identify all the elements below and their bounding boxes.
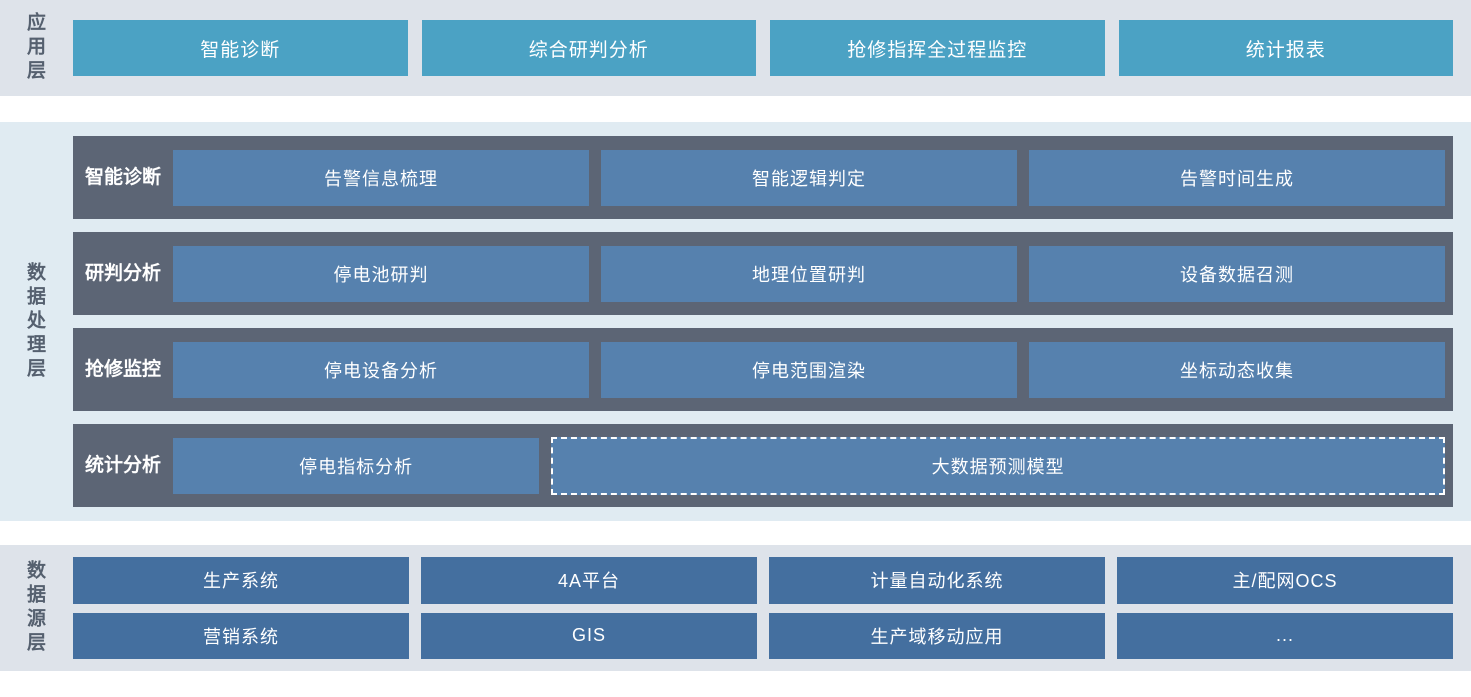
proc-row-label-line2: 分析 bbox=[123, 262, 162, 284]
data-processing-layer: 数据处理层 智能 诊断 告警信息梳理 智能逻辑判定 告警时间生成 bbox=[0, 122, 1471, 521]
source-cell-main-distribution-ocs[interactable]: 主/配网OCS bbox=[1117, 557, 1453, 604]
source-cell-4a-platform[interactable]: 4A平台 bbox=[421, 557, 757, 604]
proc-cell-device-data-polling[interactable]: 设备数据召测 bbox=[1029, 245, 1445, 302]
app-tile-intelligent-diagnosis[interactable]: 智能诊断 bbox=[73, 20, 408, 76]
proc-cell-outage-indicator-analysis[interactable]: 停电指标分析 bbox=[173, 437, 540, 494]
source-cell-label: 主/配网OCS bbox=[1232, 571, 1338, 592]
proc-cell-label: 坐标动态收集 bbox=[1180, 360, 1294, 381]
source-cell-marketing-system[interactable]: 营销系统 bbox=[73, 612, 409, 659]
proc-row-intelligent-diagnosis: 智能 诊断 告警信息梳理 智能逻辑判定 告警时间生成 bbox=[73, 136, 1453, 219]
application-layer-label-text: 应用层 bbox=[23, 12, 45, 84]
proc-cell-label: 停电范围渲染 bbox=[752, 360, 866, 381]
proc-cell-outage-range-rendering[interactable]: 停电范围渲染 bbox=[601, 341, 1017, 398]
proc-cell-outage-pool-judgement[interactable]: 停电池研判 bbox=[173, 245, 589, 302]
source-cell-label: 4A平台 bbox=[557, 571, 621, 592]
app-tile-label: 统计报表 bbox=[1245, 39, 1326, 61]
source-cell-label: 生产系统 bbox=[203, 571, 279, 592]
proc-row-label-line2: 诊断 bbox=[123, 166, 162, 188]
data-source-layer-label-text: 数据源层 bbox=[23, 560, 45, 656]
source-cell-label: ... bbox=[1275, 625, 1294, 646]
data-source-layer: 数据源层 生产系统 4A平台 计量自动化系统 主/配网OCS 营销系统 bbox=[0, 545, 1471, 671]
proc-row-label-line1: 智能 bbox=[84, 166, 123, 188]
app-tile-comprehensive-analysis[interactable]: 综合研判分析 bbox=[421, 20, 756, 76]
application-layer-tiles: 智能诊断 综合研判分析 抢修指挥全过程监控 统计报表 bbox=[68, 0, 1471, 96]
proc-cell-bigdata-prediction-model[interactable]: 大数据预测模型 bbox=[551, 436, 1445, 495]
app-tile-repair-monitoring[interactable]: 抢修指挥全过程监控 bbox=[770, 20, 1105, 76]
app-tile-label: 综合研判分析 bbox=[528, 39, 649, 61]
layer-divider-bottom bbox=[0, 521, 1471, 545]
proc-cell-alarm-info-sorting[interactable]: 告警信息梳理 bbox=[173, 149, 589, 206]
proc-row-label-line2: 监控 bbox=[123, 358, 162, 380]
layer-divider-top bbox=[0, 96, 1471, 122]
proc-cell-label: 地理位置研判 bbox=[752, 264, 866, 285]
proc-row-label-line2: 分析 bbox=[123, 454, 162, 476]
proc-cell-intelligent-logic-judgement[interactable]: 智能逻辑判定 bbox=[601, 149, 1017, 206]
proc-cell-coordinate-dynamic-collection[interactable]: 坐标动态收集 bbox=[1029, 341, 1445, 398]
app-tile-label: 抢修指挥全过程监控 bbox=[847, 39, 1028, 61]
proc-row-statistical-analysis: 统计 分析 停电指标分析 大数据预测模型 bbox=[73, 424, 1453, 507]
source-cell-production-mobile-app[interactable]: 生产域移动应用 bbox=[769, 612, 1105, 659]
data-source-layer-label: 数据源层 bbox=[0, 545, 68, 671]
proc-cell-label: 告警时间生成 bbox=[1180, 168, 1294, 189]
data-source-layer-rows: 生产系统 4A平台 计量自动化系统 主/配网OCS 营销系统 GIS bbox=[68, 545, 1471, 671]
proc-row-label: 研判 分析 bbox=[73, 262, 173, 286]
source-cell-production-system[interactable]: 生产系统 bbox=[73, 557, 409, 604]
application-layer: 应用层 智能诊断 综合研判分析 抢修指挥全过程监控 统计报表 bbox=[0, 0, 1471, 96]
proc-row-cells: 告警信息梳理 智能逻辑判定 告警时间生成 bbox=[173, 136, 1453, 219]
source-cell-label: 生产域移动应用 bbox=[870, 626, 1004, 647]
source-cell-label: GIS bbox=[571, 625, 606, 646]
app-tile-statistical-report[interactable]: 统计报表 bbox=[1118, 20, 1453, 76]
source-cell-label: 计量自动化系统 bbox=[870, 571, 1004, 592]
proc-cell-label: 告警信息梳理 bbox=[324, 168, 438, 189]
proc-row-label: 抢修 监控 bbox=[73, 358, 173, 382]
source-cell-metering-automation-system[interactable]: 计量自动化系统 bbox=[769, 557, 1105, 604]
proc-row-cells: 停电设备分析 停电范围渲染 坐标动态收集 bbox=[173, 328, 1453, 411]
data-processing-layer-rows: 智能 诊断 告警信息梳理 智能逻辑判定 告警时间生成 bbox=[68, 122, 1471, 521]
app-tile-label: 智能诊断 bbox=[200, 39, 281, 61]
proc-row-label-line1: 抢修 bbox=[84, 358, 123, 380]
application-layer-label: 应用层 bbox=[0, 0, 68, 96]
proc-cell-label: 停电池研判 bbox=[333, 264, 429, 285]
proc-row-label-line1: 研判 bbox=[84, 262, 123, 284]
source-row: 营销系统 GIS 生产域移动应用 ... bbox=[73, 612, 1453, 659]
proc-row-label: 统计 分析 bbox=[73, 454, 173, 478]
source-cell-more[interactable]: ... bbox=[1117, 612, 1453, 659]
proc-cell-geolocation-judgement[interactable]: 地理位置研判 bbox=[601, 245, 1017, 302]
proc-cell-outage-device-analysis[interactable]: 停电设备分析 bbox=[173, 341, 589, 398]
source-row: 生产系统 4A平台 计量自动化系统 主/配网OCS bbox=[73, 557, 1453, 604]
proc-row-cells: 停电指标分析 大数据预测模型 bbox=[173, 424, 1453, 507]
source-cell-gis[interactable]: GIS bbox=[421, 612, 757, 659]
proc-cell-label: 停电设备分析 bbox=[324, 360, 438, 381]
proc-cell-label: 设备数据召测 bbox=[1180, 264, 1294, 285]
proc-cell-label: 停电指标分析 bbox=[299, 456, 414, 477]
proc-row-cells: 停电池研判 地理位置研判 设备数据召测 bbox=[173, 232, 1453, 315]
proc-cell-label: 大数据预测模型 bbox=[931, 456, 1065, 477]
proc-cell-label: 智能逻辑判定 bbox=[752, 168, 866, 189]
proc-cell-alarm-time-generation[interactable]: 告警时间生成 bbox=[1029, 149, 1445, 206]
proc-row-judgement-analysis: 研判 分析 停电池研判 地理位置研判 设备数据召测 bbox=[73, 232, 1453, 315]
data-processing-layer-label-text: 数据处理层 bbox=[23, 261, 45, 382]
proc-row-label-line1: 统计 bbox=[84, 454, 123, 476]
source-cell-label: 营销系统 bbox=[203, 626, 279, 647]
proc-row-label: 智能 诊断 bbox=[73, 166, 173, 190]
proc-row-repair-monitoring: 抢修 监控 停电设备分析 停电范围渲染 坐标动态收集 bbox=[73, 328, 1453, 411]
data-processing-layer-label: 数据处理层 bbox=[0, 122, 68, 521]
